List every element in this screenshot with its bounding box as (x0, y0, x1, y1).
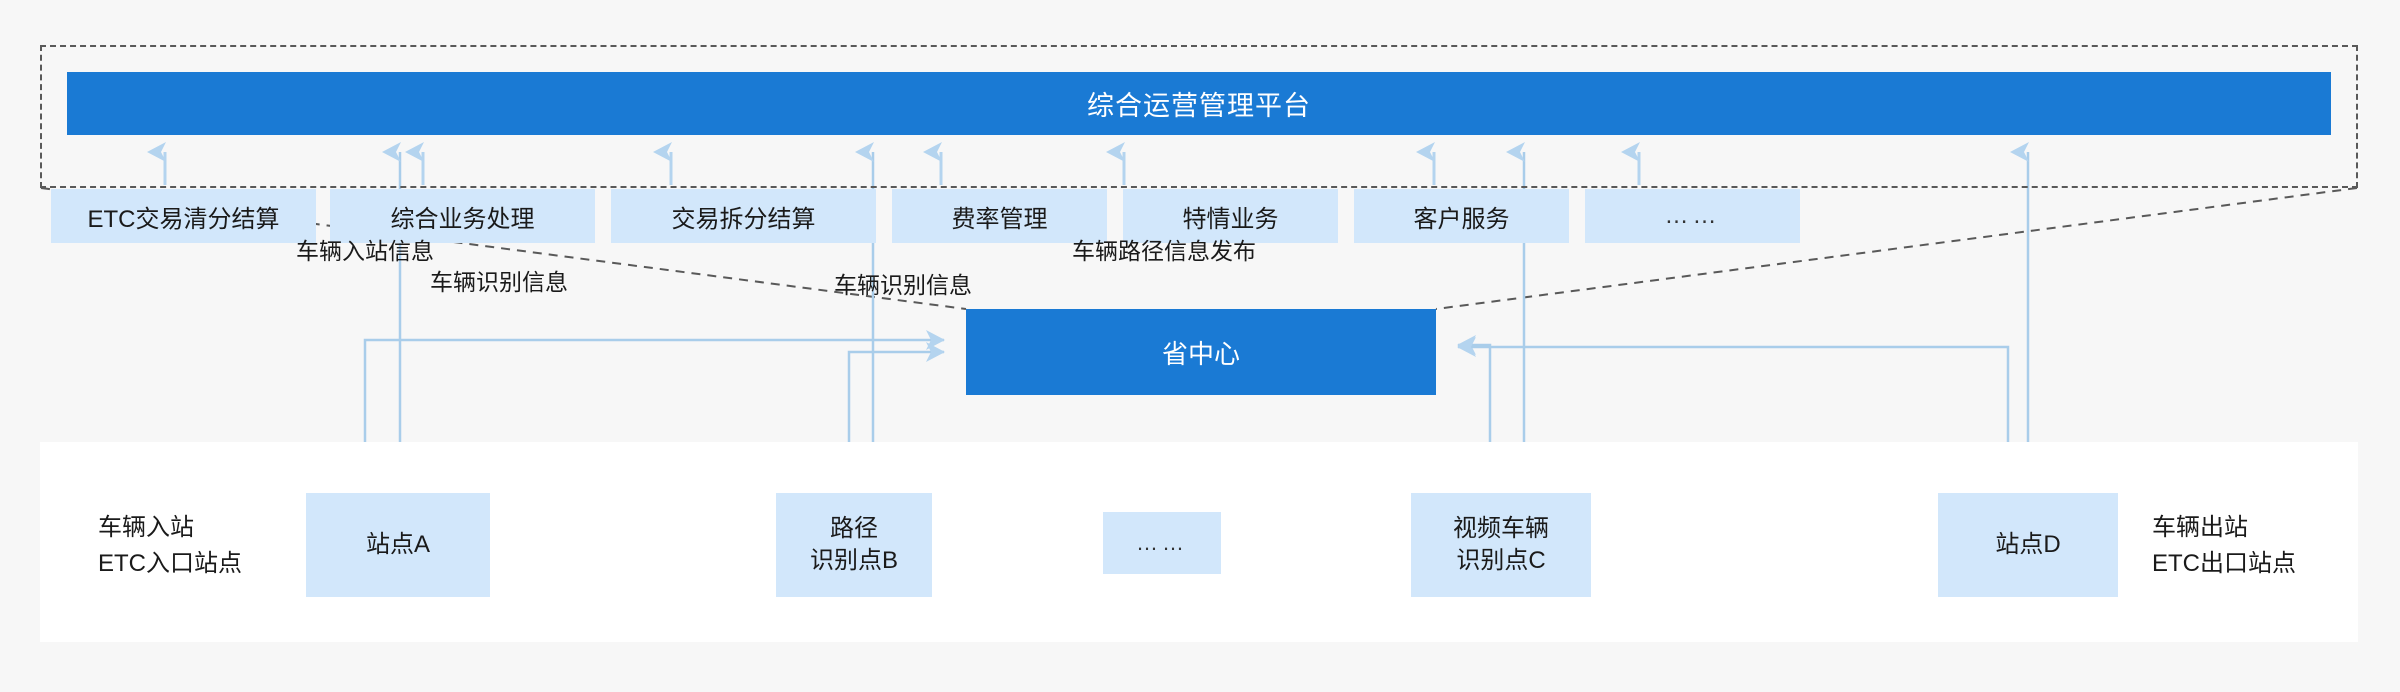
platform-dashed-container (40, 45, 2358, 188)
station-box-label: 站点D (1995, 530, 2061, 558)
business-module-label: 交易拆分结算 (671, 205, 816, 233)
flow-label: 车辆识别信息 (430, 269, 568, 295)
station-box-label: …… (1136, 530, 1188, 556)
business-module-transaction-split[interactable]: 交易拆分结算 (611, 189, 876, 243)
business-module-label: …… (1664, 202, 1721, 229)
business-module-label: 费率管理 (951, 205, 1048, 233)
province-center-box: 省中心 (966, 309, 1436, 395)
station-box-B[interactable]: 路径识别点B (776, 493, 932, 597)
caption-line: ETC入口站点 (98, 550, 242, 577)
entry-caption: 车辆入站 ETC入口站点 (98, 510, 242, 582)
business-module-label: 客户服务 (1413, 205, 1510, 233)
platform-title: 综合运营管理平台 (1087, 91, 1311, 121)
station-box-dots[interactable]: …… (1103, 512, 1221, 574)
station-box-label: 识别点C (1456, 547, 1546, 574)
station-box-D[interactable]: 站点D (1938, 493, 2118, 597)
business-module-label: ETC交易清分结算 (87, 205, 280, 233)
province-center-label: 省中心 (1161, 338, 1240, 369)
business-module-rate-management[interactable]: 费率管理 (892, 189, 1107, 243)
caption-line: ETC出口站点 (2152, 550, 2296, 577)
business-module-label: 特情业务 (1182, 205, 1279, 233)
business-module-customer-service[interactable]: 客户服务 (1354, 189, 1569, 243)
platform-title-bar: 综合运营管理平台 (67, 72, 2331, 135)
station-box-label: 路径 (830, 514, 878, 542)
caption-line: 车辆出站 (2152, 514, 2248, 541)
business-module-etc-clearing[interactable]: ETC交易清分结算 (51, 189, 316, 243)
station-box-label: 识别点B (809, 547, 898, 574)
flow-label: 车辆识别信息 (834, 272, 972, 298)
station-box-label: 站点A (365, 530, 430, 558)
exit-caption: 车辆出站 ETC出口站点 (2152, 510, 2296, 582)
caption-line: 车辆入站 (98, 514, 194, 541)
station-box-C[interactable]: 视频车辆识别点C (1411, 493, 1591, 597)
flow-label: 车辆入站信息 (296, 238, 434, 264)
business-module-integrated-ops[interactable]: 综合业务处理 (330, 189, 595, 243)
station-box-A[interactable]: 站点A (306, 493, 490, 597)
station-box-label: 视频车辆 (1453, 514, 1549, 542)
business-module-special-case[interactable]: 特情业务 (1123, 189, 1338, 243)
flow-label: 车辆路径信息发布 (1072, 238, 1256, 264)
business-module-label: 综合业务处理 (390, 205, 535, 233)
business-module-more[interactable]: …… (1585, 189, 1800, 243)
